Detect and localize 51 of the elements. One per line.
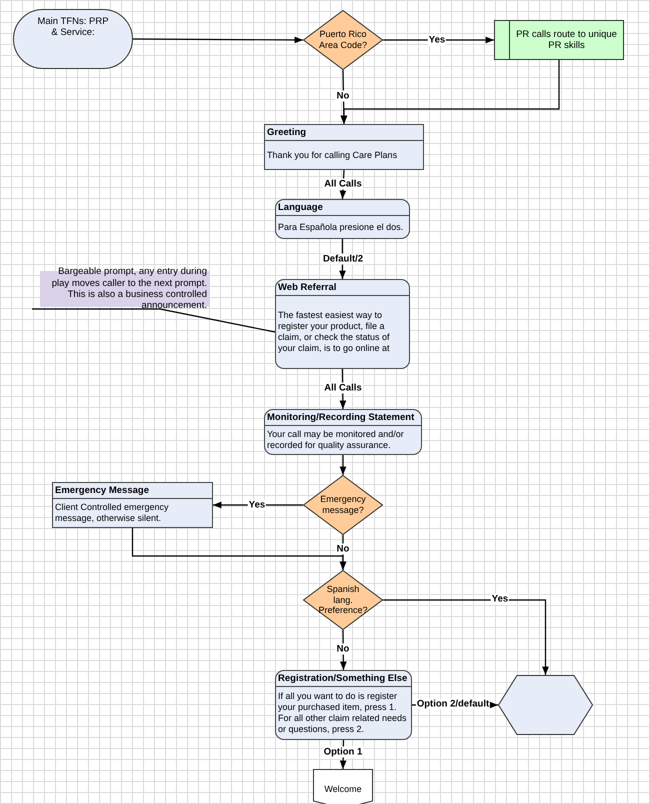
process-box [264,124,424,170]
edge-label: No [336,544,350,554]
edge-label: Option 2/default [416,698,490,710]
edge-label: Yes [428,34,446,46]
arrow [383,36,494,44]
decision-diamond [303,10,383,70]
predefined-process-box [494,20,624,60]
box-heading: Registration/Something Else [276,671,411,687]
hexagon-shape [498,675,593,735]
box-heading: Emergency Message [53,483,212,499]
arrow [383,599,549,675]
box-text: The fastest easiest way to register your product, file a claim, or check the status of your claim, is to go online at [277,309,391,355]
process-box [275,199,410,239]
box-heading: Monitoring/Recording Statement [265,410,421,426]
box-text: Thank you for calling Care Plans [266,148,398,162]
node-label: Spanish lang. Preference? [317,584,369,616]
box-text: Your call may be monitored and/or recorded for quality assurance. [266,428,405,452]
process-box [52,482,213,528]
process-box [264,409,422,455]
box-heading: Web Referral [276,280,409,296]
box-heading: Greeting [265,125,423,141]
note-text: Bargeable prompt, any entry during play moves caller to the next prompt. This is also a business controlled announcement. [50,266,207,312]
node-label: Welcome [323,784,363,794]
terminator-shape [13,9,133,69]
box-text: Para Española presione el dos. [277,220,404,234]
arrow [133,36,303,44]
edge-label: All Calls [323,382,363,394]
arrow [340,60,560,124]
node-label: Emergency message? [319,494,367,516]
arrow [132,528,346,570]
edge-label: Default/2 [322,254,364,264]
box-text: Client Controlled emergency message, otherwise silent. [54,501,170,525]
leader-line [32,308,276,333]
arrow [340,455,346,475]
edge-label: No [336,644,350,654]
process-box [275,670,412,740]
edge-label: All Calls [323,178,363,190]
decision-diamond [303,570,383,630]
node-label: Main TFNs: PRP & Service: [36,16,110,39]
edge-label: Yes [490,594,510,604]
box-text: If all you want to do is register your purchased item, press 1. For all other claim related needs or questions, press 2. [277,690,408,736]
node-label: Puerto Rico Area Code? [318,29,368,51]
arrow [340,630,347,670]
off-page-connector [313,769,373,804]
edge-label: No [336,90,350,102]
box-heading: Language [276,200,409,216]
process-box [275,279,410,369]
edge-label: Yes [248,500,266,510]
decision-diamond [303,475,383,535]
edge-label: Option 1 [322,746,364,758]
node-label: PR calls route to unique PR skills [515,28,618,52]
